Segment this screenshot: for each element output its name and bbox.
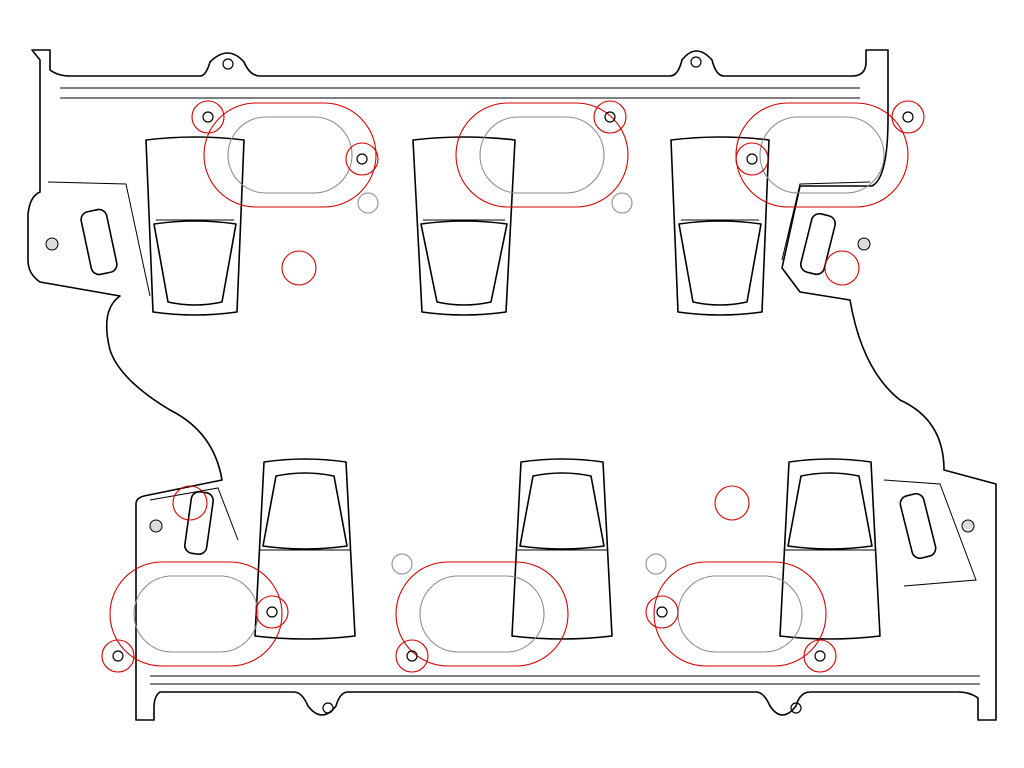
port-upper-2: [412, 136, 516, 316]
gasket-tab-1: [191, 100, 225, 134]
gasket-lower-2: [395, 561, 569, 673]
right-arm-edge: [781, 181, 871, 261]
top-rail-edge: [60, 87, 860, 99]
port-inner: [262, 472, 348, 550]
gasket-tab-1: [395, 639, 429, 673]
bolt-hole-left-lower: [149, 519, 163, 533]
gasket-tab-1: [593, 100, 627, 134]
gasket-tab-1: [891, 100, 925, 134]
locator-circle-3: [172, 485, 208, 521]
reference-hole-upper-2: [611, 192, 633, 214]
bottom-rail-edge: [150, 675, 980, 685]
port-inner: [678, 220, 762, 306]
bore-oval: [759, 116, 885, 194]
gasket-tab-2: [345, 142, 379, 176]
port-openings: [145, 136, 881, 640]
locator-circle-2: [824, 250, 860, 286]
port-upper-3: [670, 136, 770, 316]
port-lower-3: [779, 458, 881, 640]
bolt-hole-top-2: [690, 56, 702, 68]
port-upper-1: [145, 136, 245, 316]
reference-hole-lower-2: [645, 553, 667, 575]
bolt-hole: [604, 111, 616, 123]
locator-circle-1: [281, 250, 317, 286]
lower-right-arm-edge: [883, 479, 977, 587]
port-outer: [254, 458, 356, 640]
port-lower-2: [511, 458, 613, 640]
port-outer: [412, 136, 516, 316]
left-arm-edge: [47, 181, 151, 297]
gasket-tab-2: [255, 595, 289, 629]
bolt-hole: [902, 111, 914, 123]
bore-oval: [419, 575, 545, 653]
gasket-tab-2: [735, 142, 769, 176]
gasket-seal: [203, 102, 377, 208]
bolt-hole-left: [45, 237, 59, 251]
bolt-hole: [202, 111, 214, 123]
bolt-hole: [406, 650, 418, 662]
slot-upper-right: [799, 212, 837, 276]
gasket-tab-1: [101, 639, 135, 673]
bolt-hole: [112, 650, 124, 662]
port-inner: [519, 472, 605, 550]
gasket-seal: [653, 561, 827, 667]
port-outer: [779, 458, 881, 640]
port-outer: [670, 136, 770, 316]
lower-left-arm-edge: [149, 487, 239, 541]
locator-circle-4: [714, 485, 750, 521]
port-inner: [153, 220, 237, 306]
bolt-hole-bottom-1: [322, 702, 334, 714]
manifold-body: [27, 49, 997, 721]
bolt-hole-right-lower: [961, 519, 975, 533]
gasket-seal: [109, 561, 283, 667]
port-outer: [145, 136, 245, 316]
gasket-outlines: [101, 100, 925, 673]
gasket-seal: [455, 102, 629, 208]
bolt-hole-bottom-2: [790, 702, 802, 714]
slot-upper-left: [80, 208, 118, 276]
bore-oval: [677, 575, 803, 653]
bore-oval: [227, 116, 353, 194]
bolt-hole: [814, 650, 826, 662]
bolt-hole-right-upper: [857, 237, 871, 251]
slot-lower-left: [184, 491, 214, 555]
bore-oval: [479, 116, 605, 194]
gasket-lower-1: [101, 561, 289, 673]
bolt-hole: [656, 606, 668, 618]
gasket-upper-2: [455, 100, 629, 208]
gasket-lower-3: [645, 561, 837, 673]
gasket-tab-2: [645, 595, 679, 629]
bolt-holes: [45, 56, 975, 714]
bolt-hole-top-1: [222, 58, 234, 70]
reference-hole-upper-1: [357, 192, 379, 214]
gasket-seal: [395, 561, 569, 667]
port-lower-1: [254, 458, 356, 640]
manifold-outer-outline: [27, 49, 997, 721]
bore-oval: [133, 575, 259, 653]
gasket-upper-3: [735, 100, 925, 208]
port-inner: [787, 472, 873, 550]
gasket-upper-1: [191, 100, 379, 208]
bolt-hole: [266, 606, 278, 618]
port-inner: [420, 220, 508, 306]
bolt-hole: [356, 153, 368, 165]
slot-lower-right: [899, 492, 937, 560]
gasket-tab-1: [803, 639, 837, 673]
reference-hole-lower-1: [391, 553, 413, 575]
bolt-hole: [746, 153, 758, 165]
gasket-seal: [735, 102, 909, 208]
